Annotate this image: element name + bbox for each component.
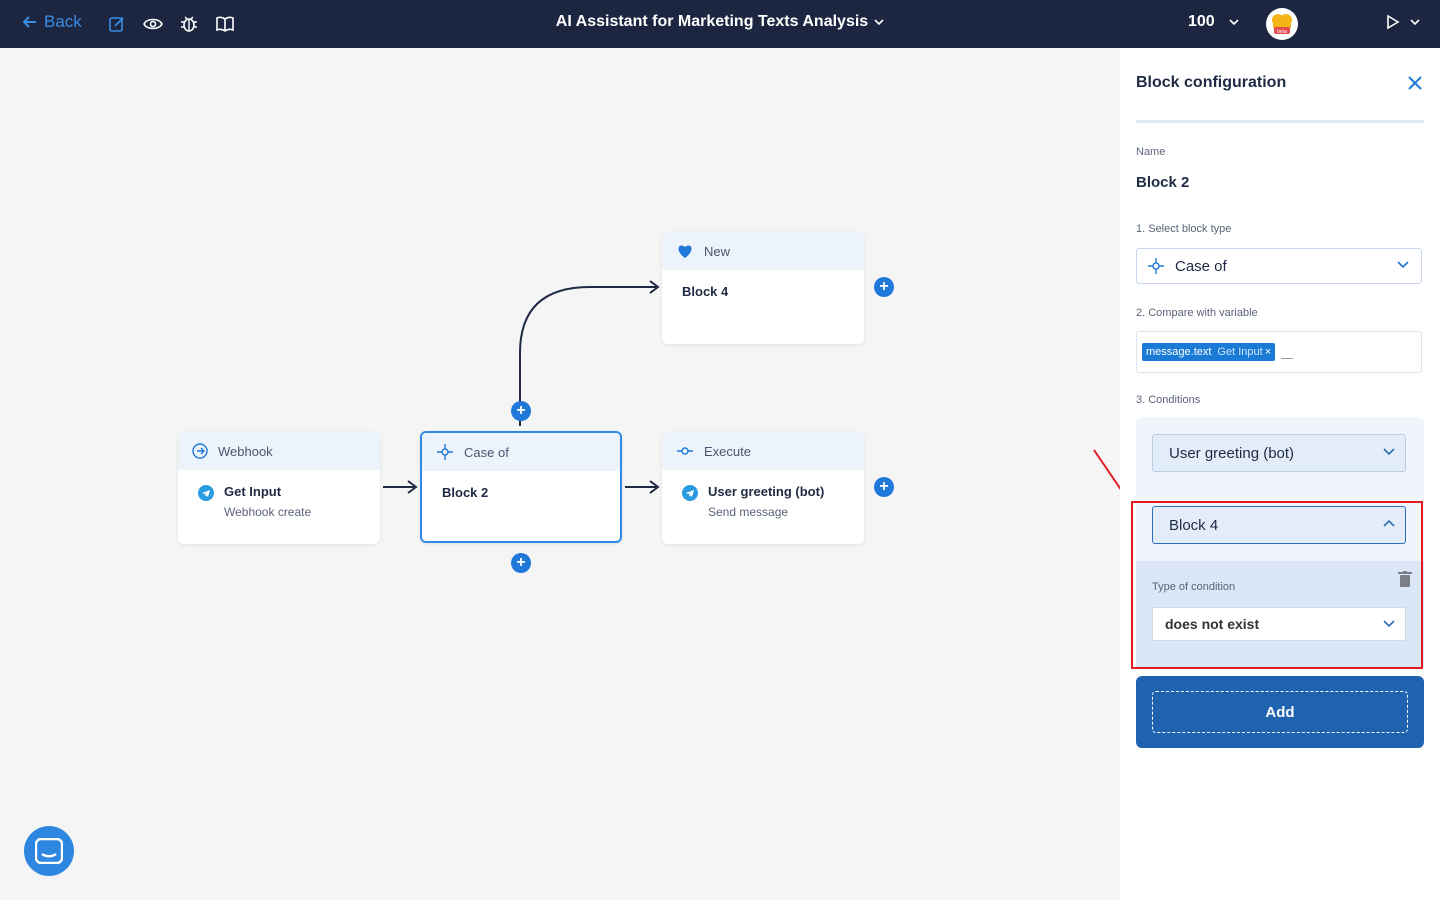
telegram-icon: [682, 485, 698, 501]
node-execute[interactable]: Execute User greeting (bot) Send message: [662, 432, 864, 544]
run-button[interactable]: [1386, 14, 1420, 30]
node-new[interactable]: New Block 4: [662, 232, 864, 344]
block-type-select[interactable]: Case of: [1136, 248, 1422, 284]
close-icon[interactable]: [1406, 74, 1424, 92]
case-of-icon: [1148, 258, 1164, 274]
execute-icon: [677, 447, 693, 455]
case-of-icon: [437, 444, 453, 460]
heart-icon: [678, 245, 692, 258]
node-subtitle: Send message: [708, 505, 789, 519]
node-kind: Webhook: [218, 443, 273, 459]
telegram-icon: [198, 485, 214, 501]
add-node-button[interactable]: +: [511, 401, 531, 421]
back-label: Back: [44, 12, 82, 31]
type-of-condition-value: does not exist: [1165, 616, 1260, 632]
block-name-value[interactable]: Block 2: [1136, 174, 1190, 191]
condition-select-first[interactable]: User greeting (bot): [1152, 434, 1406, 472]
node-title: Get Input: [224, 484, 282, 499]
beta-badge-icon: beta: [1272, 14, 1292, 35]
type-of-condition-label: Type of condition: [1152, 581, 1236, 593]
flow-title-text: AI Assistant for Marketing Texts Analysi…: [555, 13, 869, 30]
arrow-left-icon: [22, 16, 36, 28]
conditions-label: 3. Conditions: [1136, 394, 1201, 406]
compare-label: 2. Compare with variable: [1136, 307, 1258, 319]
chevron-down-icon: [874, 19, 884, 26]
top-bar: Back AI Assistant for Marketing Texts An…: [0, 0, 1440, 48]
book-icon[interactable]: [214, 13, 236, 35]
type-of-condition-select[interactable]: does not exist: [1152, 607, 1406, 641]
condition-select-second[interactable]: Block 4: [1152, 506, 1406, 544]
chevron-down-icon: [1397, 261, 1409, 268]
add-button[interactable]: Add: [1152, 691, 1408, 733]
node-webhook[interactable]: Webhook Get Input Webhook create: [178, 432, 380, 544]
chat-icon: [35, 838, 63, 864]
condition-second-value: Block 4: [1169, 516, 1219, 534]
add-node-button[interactable]: +: [511, 553, 531, 573]
chevron-down-icon: [1383, 620, 1395, 627]
block-config-panel: Block configuration Name Block 2 1. Sele…: [1120, 48, 1440, 900]
node-title: Block 2: [442, 485, 489, 500]
add-button-container: Add: [1136, 676, 1424, 748]
node-case-of[interactable]: Case of Block 2: [420, 431, 622, 543]
panel-title: Block configuration: [1136, 74, 1287, 91]
bug-icon[interactable]: [178, 13, 200, 35]
back-button[interactable]: Back: [22, 12, 82, 32]
name-label: Name: [1136, 146, 1166, 158]
text-cursor: [1281, 357, 1294, 359]
variable-tag-name: message.text: [1146, 346, 1212, 358]
zoom-select[interactable]: 100: [1188, 13, 1239, 31]
chevron-down-icon: [1383, 448, 1395, 455]
add-node-button[interactable]: +: [874, 277, 894, 297]
connector-arrow: [407, 480, 418, 494]
connector-arrow: [649, 480, 660, 494]
variable-tag-source: Get Input: [1217, 346, 1263, 358]
condition-details: Type of condition does not exist: [1136, 561, 1424, 667]
node-title: User greeting (bot): [708, 484, 825, 499]
connector-line: [519, 286, 656, 426]
flow-canvas[interactable]: Webhook Get Input Webhook create Case of…: [0, 48, 1132, 900]
chevron-up-icon: [1383, 519, 1395, 527]
node-kind: Execute: [704, 443, 751, 459]
block-type-label: 1. Select block type: [1136, 223, 1232, 235]
trash-icon[interactable]: [1398, 571, 1412, 587]
webhook-icon: [192, 443, 208, 459]
avatar[interactable]: beta: [1266, 8, 1298, 40]
variable-tag[interactable]: message.text Get Input ×: [1142, 343, 1276, 361]
add-node-button[interactable]: +: [874, 477, 894, 497]
tag-remove-button[interactable]: ×: [1264, 346, 1272, 358]
eye-icon[interactable]: [142, 13, 164, 35]
chevron-down-icon: [1229, 19, 1239, 26]
play-icon: [1387, 14, 1400, 30]
variable-input[interactable]: message.text Get Input ×: [1136, 331, 1422, 373]
annotation-highlight-box: [1131, 501, 1423, 669]
zoom-value: 100: [1188, 13, 1215, 30]
divider: [1136, 120, 1424, 123]
conditions-list: User greeting (bot) Block 4 Type of cond…: [1136, 417, 1424, 667]
block-type-value: Case of: [1175, 257, 1227, 275]
node-kind: Case of: [464, 444, 509, 460]
node-kind: New: [704, 243, 731, 259]
connector-arrow: [649, 280, 660, 294]
beta-badge-text: beta: [1277, 29, 1287, 35]
connections: [383, 280, 660, 494]
condition-first-value: User greeting (bot): [1169, 444, 1295, 462]
node-subtitle: Webhook create: [224, 505, 312, 519]
edit-icon[interactable]: [106, 13, 128, 35]
chevron-down-icon: [1410, 19, 1420, 26]
node-title: Block 4: [682, 284, 729, 299]
flow-title[interactable]: AI Assistant for Marketing Texts Analysi…: [0, 13, 1440, 31]
chat-button[interactable]: [24, 826, 74, 876]
